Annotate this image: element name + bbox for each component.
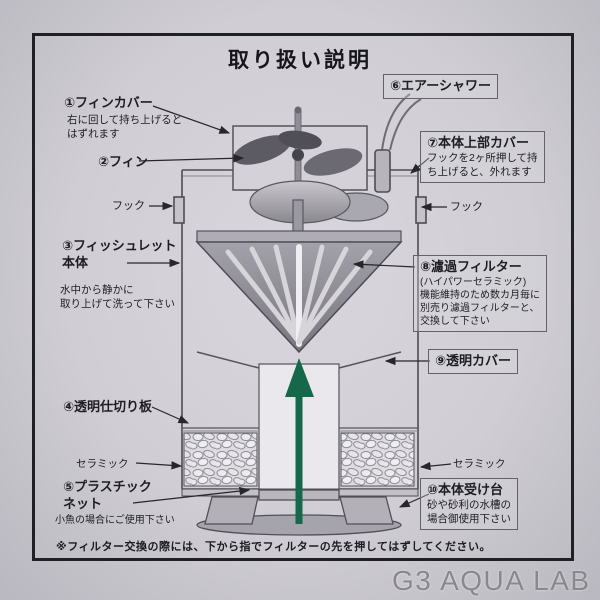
label-main-body: ③フィッシュレット 本体 <box>62 238 177 270</box>
label-hook-left: フック <box>112 200 145 212</box>
label-base-stand: ⑩本体受け台 <box>427 482 504 497</box>
watermark: G3 AQUA LAB <box>392 565 591 596</box>
partition-plate <box>182 427 418 432</box>
label-filter: ⑧濾過フィルター <box>420 259 522 274</box>
label-fin-cover: ①フィンカバー <box>64 95 153 110</box>
label-partition-plate: ④透明仕切り板 <box>63 399 153 414</box>
label-air-shower: ⑥エアーシャワー <box>390 78 491 93</box>
drive-discs <box>249 180 389 233</box>
leader-lines <box>127 105 452 508</box>
note-filter: (ハイパワーセラミック) 機能維持のため数カ月毎に 別売り濾過フィルターと、 交… <box>420 276 540 327</box>
impeller-assembly <box>232 106 368 191</box>
footnote: ※フィルター交換の際には、下から指でフィルターの先を押してはずしてください。 <box>56 541 492 553</box>
flow-arrow <box>285 358 314 524</box>
base-stand <box>196 489 402 536</box>
label-ceramic-left: セラミック <box>76 458 129 470</box>
ceramic-right-block <box>340 432 415 487</box>
note-fin-cover: 右に回して持ち上げると はずれます <box>67 114 183 140</box>
label-fin: ②フィン <box>98 154 148 169</box>
fin-blade-right <box>303 148 363 176</box>
hook-left-tab <box>173 196 185 224</box>
label-plastic-net: ⑤プラスチック ネット <box>63 479 152 511</box>
manual-frame <box>32 33 574 561</box>
cone-filter <box>195 230 403 354</box>
fin-blade-top <box>278 130 322 150</box>
page-title: 取り扱い説明 <box>228 49 372 72</box>
label-clear-cover: ⑨透明カバー <box>435 353 512 368</box>
air-pipe <box>374 149 391 193</box>
label-upper-cover: ⑦本体上部カバー <box>427 135 530 150</box>
hook-right-tab <box>415 196 427 224</box>
label-hook-right: フック <box>450 201 483 213</box>
label-ceramic-right: セラミック <box>453 458 506 470</box>
callout-filter: ⑧濾過フィルター (ハイパワーセラミック) 機能維持のため数カ月毎に 別売り濾過… <box>413 255 547 332</box>
air-shower-tubes <box>381 93 422 151</box>
note-main-body: 水中から静かに 取り上げて洗って下さい <box>60 284 175 310</box>
note-upper-cover: フックを2ヶ所押して持 ち上げると、外れます <box>427 151 538 178</box>
ceramic-left-block <box>183 432 258 487</box>
note-base-stand: 砂や砂利の水槽の 場合御使用下さい <box>427 498 511 525</box>
fin-hub <box>292 149 304 161</box>
ceramic-blocks <box>183 432 415 487</box>
callout-clear-cover: ⑨透明カバー <box>428 349 519 374</box>
note-plastic-net: 小魚の場合にご使用下さい <box>55 515 175 526</box>
callout-base-stand: ⑩本体受け台 砂や砂利の水槽の 場合御使用下さい <box>420 478 518 531</box>
fin-blade-left <box>233 135 291 165</box>
callout-upper-cover: ⑦本体上部カバー フックを2ヶ所押して持 ち上げると、外れます <box>420 131 545 184</box>
callout-air-shower: ⑥エアーシャワー <box>383 74 498 99</box>
